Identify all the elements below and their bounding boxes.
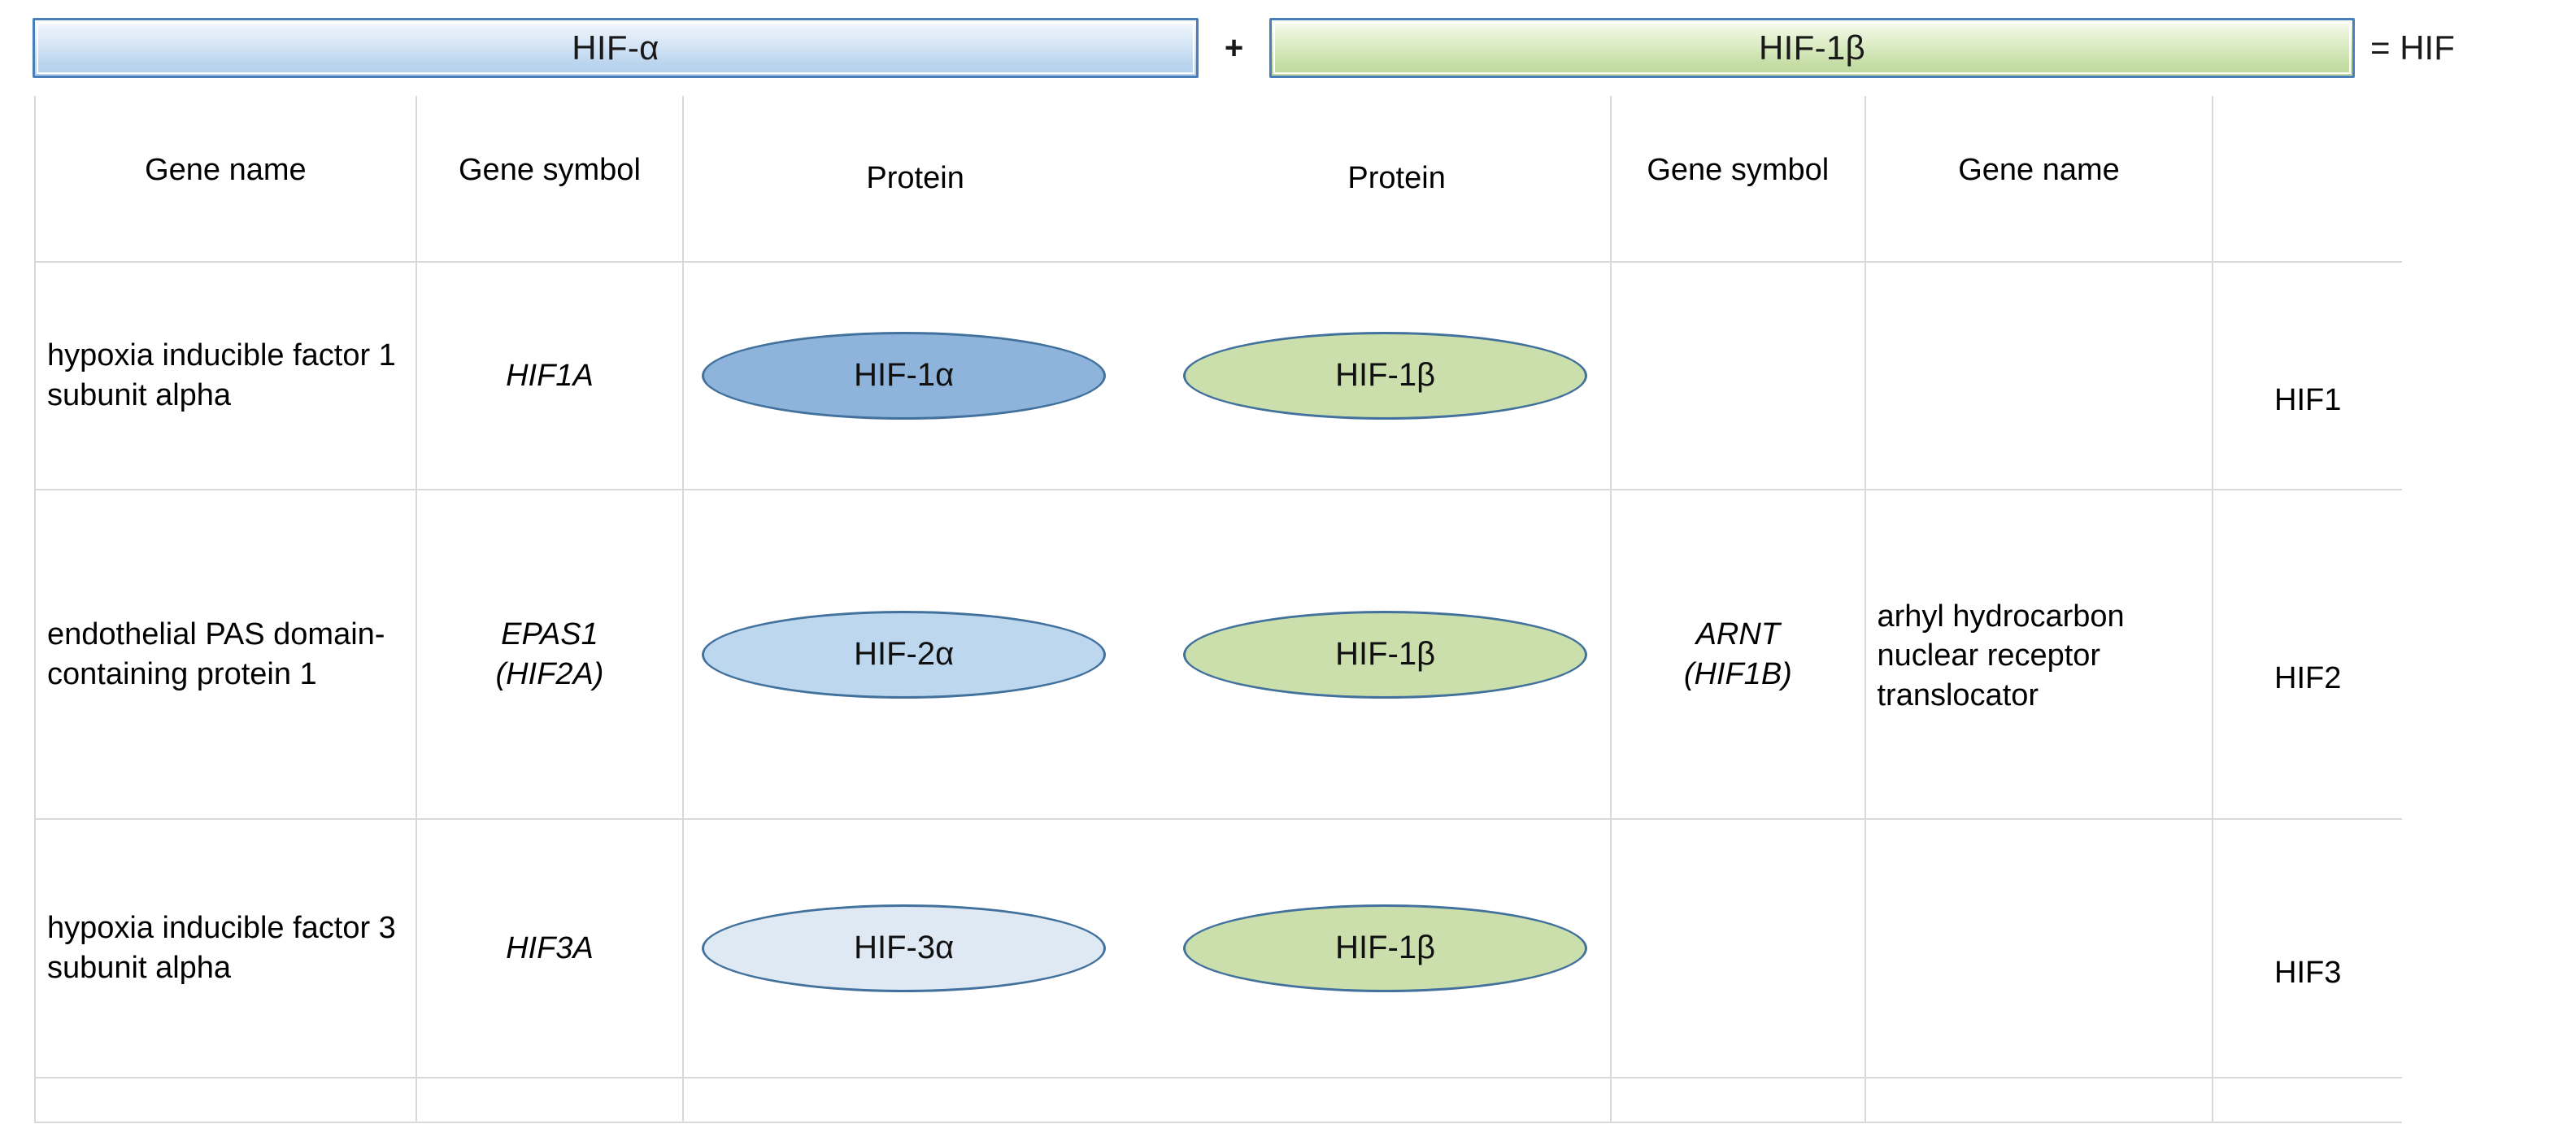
table-row-partial [34, 1078, 2402, 1123]
gene-symbol-right-alias: (HIF1B) [1683, 656, 1792, 691]
table-row: hypoxia inducible factor 3 subunit alpha… [34, 819, 2402, 1080]
gene-name-right [1865, 264, 2214, 492]
gene-symbol-right-main: ARNT [1695, 616, 1781, 651]
protein-ellipse-alpha-label: HIF-1α [854, 357, 955, 394]
header-gene-name-left-label: Gene name [145, 153, 307, 188]
hif-gene-protein-table: Gene name Gene symbol Protein Protein Ge… [34, 96, 2402, 1123]
gene-symbol-right [1611, 262, 1866, 490]
complex-label: HIF2 [2274, 661, 2342, 696]
gene-symbol-left: HIF1A [416, 262, 685, 490]
table-row: endothelial PAS domain-containing protei… [34, 490, 2402, 821]
complex-label: HIF3 [2274, 955, 2342, 990]
hif-1beta-banner: HIF-1β [1269, 18, 2355, 78]
gene-symbol-right [1611, 1078, 1866, 1123]
header-gene-name-right: Gene name [1865, 96, 2214, 263]
gene-name-left: hypoxia inducible factor 3 subunit alpha [34, 819, 417, 1078]
hif-alpha-banner-label: HIF-α [572, 28, 659, 67]
protein-ellipse-alpha-label: HIF-3α [854, 930, 955, 966]
header-gene-symbol-left-label: Gene symbol [459, 153, 641, 188]
header-gene-symbol-right: Gene symbol [1611, 96, 1866, 263]
protein-pair: HIF-3α HIF-1β [683, 819, 1612, 1078]
table-row: hypoxia inducible factor 1 subunit alpha… [34, 262, 2402, 492]
banner-row: HIF-α + HIF-1β = HIF [0, 0, 2576, 96]
gene-symbol-left: HIF3A [416, 819, 685, 1078]
gene-name-left: endothelial PAS domain-containing protei… [34, 490, 417, 820]
equals-hif-label: = HIF [2361, 18, 2523, 78]
protein-ellipse-alpha: HIF-2α [702, 610, 1107, 699]
gene-symbol-left-main: EPAS1 [501, 616, 598, 651]
hif-1beta-banner-label: HIF-1β [1759, 28, 1865, 67]
gene-name-right [1865, 821, 2214, 1080]
protein-pair: HIF-2α HIF-1β [683, 490, 1612, 820]
header-protein: Protein Protein [683, 96, 1612, 263]
plus-operator-label: + [1224, 29, 1244, 66]
hif-alpha-banner: HIF-α [33, 18, 1199, 78]
header-gene-symbol-left: Gene symbol [416, 96, 685, 263]
protein-ellipse-beta-label: HIF-1β [1335, 635, 1436, 672]
protein-ellipse-beta: HIF-1β [1183, 904, 1588, 992]
protein-ellipse-alpha-label: HIF-2α [854, 635, 955, 672]
gene-symbol-left [416, 1078, 685, 1123]
protein-ellipse-alpha: HIF-1α [702, 332, 1107, 420]
gene-symbol-left-alias: (HIF2A) [495, 656, 604, 691]
protein-ellipse-alpha: HIF-3α [702, 904, 1107, 992]
protein-ellipse-beta: HIF-1β [1183, 332, 1588, 420]
gene-name-right [1865, 1078, 2214, 1123]
complex-cell: HIF3 [2213, 819, 2402, 1078]
header-protein-right-label: Protein [1347, 161, 1446, 196]
header-complex [2213, 96, 2402, 263]
gene-name-left: hypoxia inducible factor 1 subunit alpha [34, 262, 417, 490]
complex-label: HIF1 [2274, 382, 2342, 417]
protein-pair [683, 1078, 1612, 1123]
gene-symbol-right: ARNT (HIF1B) [1611, 490, 1866, 820]
gene-name-left [34, 1078, 417, 1123]
header-gene-name-right-label: Gene name [1958, 153, 2120, 188]
protein-ellipse-beta: HIF-1β [1183, 610, 1588, 699]
plus-operator: + [1199, 18, 1269, 78]
equals-hif-text: = HIF [2370, 28, 2455, 67]
gene-symbol-right [1611, 819, 1866, 1078]
header-protein-left-label: Protein [866, 161, 964, 196]
protein-pair: HIF-1α HIF-1β [683, 262, 1612, 490]
complex-cell: HIF2 [2213, 490, 2402, 820]
header-gene-name-left: Gene name [34, 96, 417, 263]
table-header-row: Gene name Gene symbol Protein Protein Ge… [34, 96, 2402, 263]
protein-ellipse-beta-label: HIF-1β [1335, 357, 1436, 394]
header-gene-symbol-right-label: Gene symbol [1647, 153, 1830, 188]
gene-symbol-left: EPAS1 (HIF2A) [416, 490, 685, 820]
gene-name-right: arhyl hydrocarbon nuclear receptor trans… [1865, 491, 2214, 821]
protein-ellipse-beta-label: HIF-1β [1335, 930, 1436, 966]
complex-cell [2213, 1078, 2402, 1123]
complex-cell: HIF1 [2213, 262, 2402, 490]
